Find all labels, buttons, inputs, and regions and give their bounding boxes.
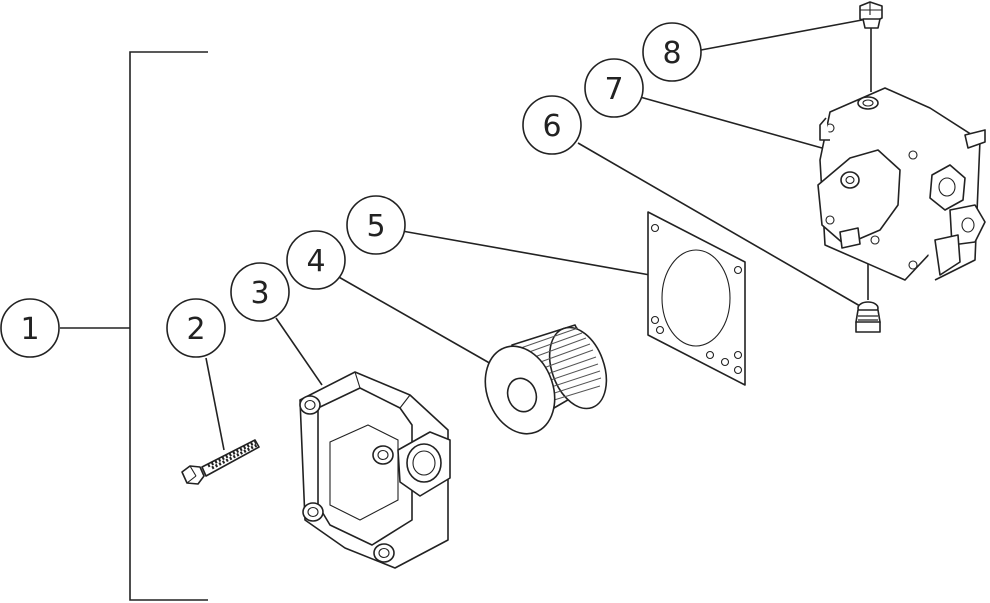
callout-7-label: 7 xyxy=(604,72,623,107)
callout-8-label: 8 xyxy=(662,36,681,71)
callout-2: 2 xyxy=(166,298,226,358)
pump-body-part xyxy=(817,87,986,281)
gasket-part xyxy=(647,211,746,386)
bottom-plug-part xyxy=(855,301,881,333)
callout-4-label: 4 xyxy=(306,244,325,279)
callout-3: 3 xyxy=(230,262,290,322)
callout-4: 4 xyxy=(286,230,346,290)
callout-1-label: 1 xyxy=(20,312,39,347)
callout-5: 5 xyxy=(346,195,406,255)
callout-1: 1 xyxy=(0,298,60,358)
top-plug-part xyxy=(859,1,883,29)
callout-2-label: 2 xyxy=(186,312,205,347)
bolt-part xyxy=(181,439,260,485)
leader-lines xyxy=(205,19,872,451)
callout-3-label: 3 xyxy=(250,276,269,311)
filter-element-part xyxy=(484,324,608,435)
callout-6: 6 xyxy=(522,95,582,155)
callout-7: 7 xyxy=(584,58,644,118)
callout-8: 8 xyxy=(642,22,702,82)
callout-5-label: 5 xyxy=(366,209,385,244)
callout-6-label: 6 xyxy=(542,109,561,144)
filter-housing-part xyxy=(299,371,451,569)
assembly-bracket xyxy=(60,51,208,601)
